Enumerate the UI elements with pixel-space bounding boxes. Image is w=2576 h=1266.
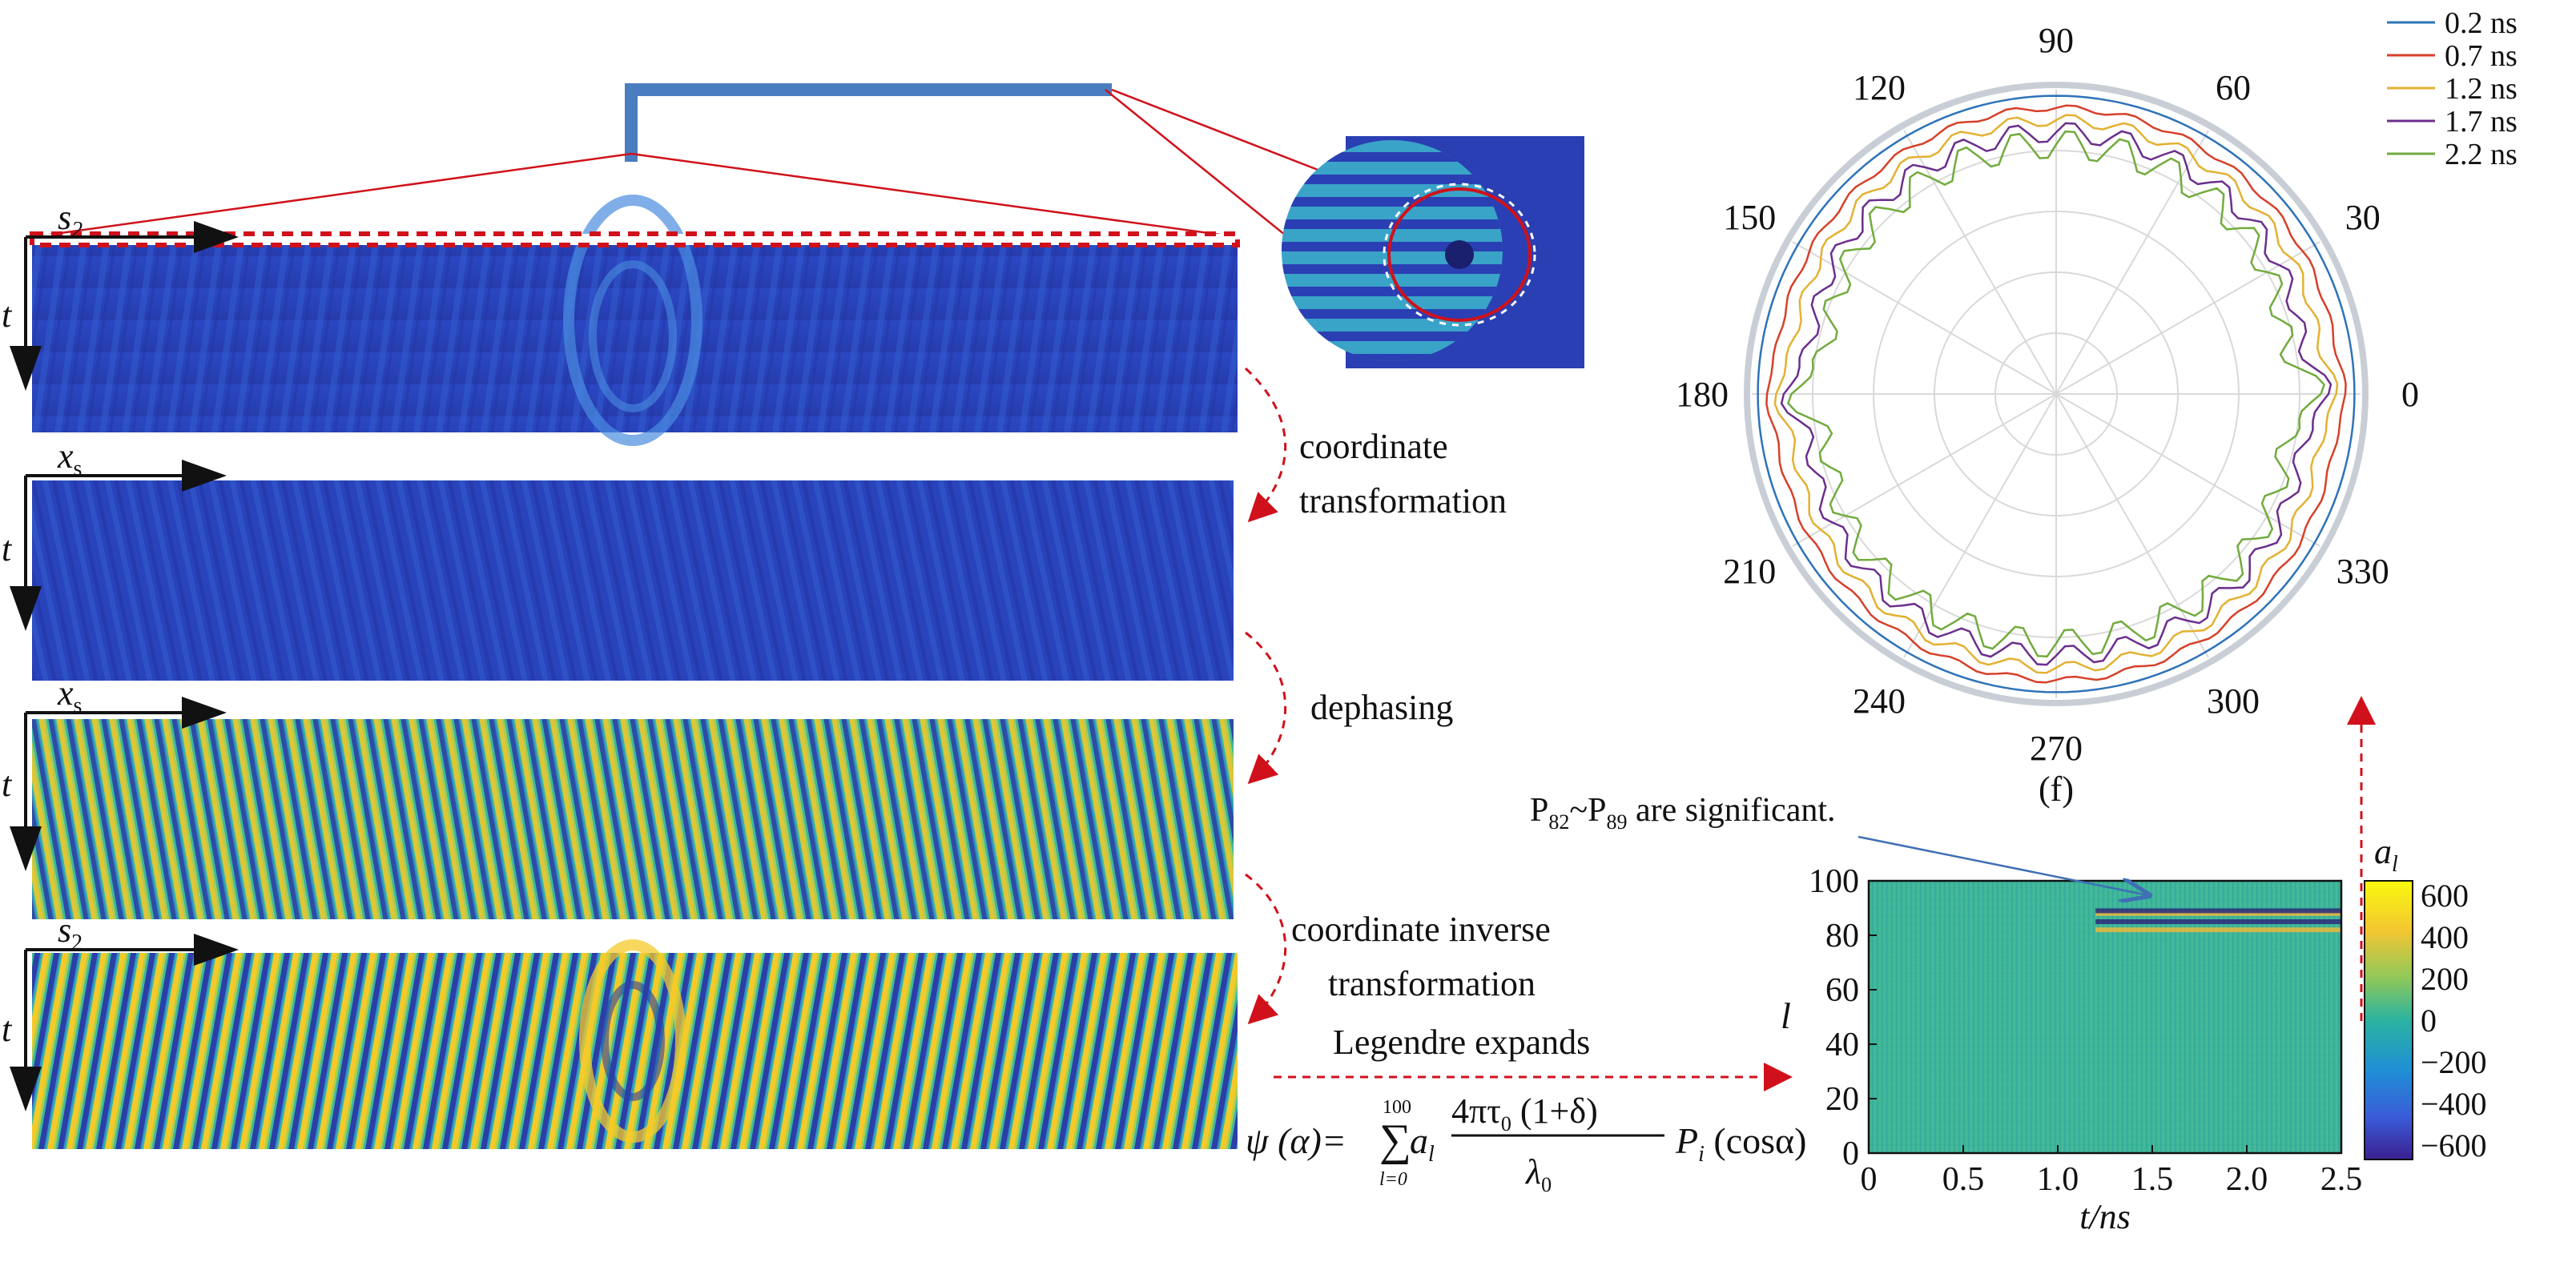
polar-outer-ring [1744,82,2369,706]
step-inverse-label: coordinate inverse [1291,910,1551,949]
polar-tick-label: 240 [1853,681,1906,721]
colorbar-tick-label: −200 [2421,1044,2487,1080]
polar-spoke [1792,393,2057,547]
colorbar-tick-label: 400 [2421,919,2469,955]
legend-entry: 1.2 ns [2445,72,2518,106]
polar-tick-label: 30 [2345,198,2381,237]
heatmap-significant-row [2095,910,2341,916]
axis-s2-label: s2 [58,910,83,955]
step-coordinate-label: coordinate [1299,427,1448,466]
heatmap-frame [1867,879,2343,1155]
heatmap-y-tick-label: 0 [1842,1135,1859,1172]
heatmap-significant-row [2095,919,2341,924]
polar-spoke [2055,393,2209,658]
panel-transformed [32,480,1234,681]
axis-t-label: t [2,295,13,335]
axis-s2-label: s2 [58,198,83,243]
axis-xs-label: xs [57,436,82,481]
panel-dephased [32,719,1234,919]
step-arrows [1244,367,2376,1091]
panel-f-label: (f) [2039,770,2074,809]
heatmap-y-tick-label: 20 [1825,1081,1859,1118]
polar-spoke [1903,393,2057,658]
axis-t-label: t [2,529,13,569]
polar-spoke [1903,130,2057,395]
polar-series-line [1765,104,2347,684]
legend-entry: 2.2 ns [2445,138,2518,171]
step-transformation-label: transformation [1299,481,1507,520]
heatmap-x-tick-label: 0 [1861,1161,1878,1198]
colorbar [2364,880,2413,1160]
polar-legend: 0.2 ns0.7 ns1.2 ns1.7 ns2.2 ns [2387,6,2518,171]
heatmap-y-tick-label: 80 [1825,918,1859,955]
polar-series-line [1773,114,2339,674]
heatmap-x-tick-label: 1.0 [2037,1161,2079,1198]
axis-xs-label: xs [57,673,82,718]
polar-series-line [1786,130,2326,658]
polar-tick-label: 300 [2207,681,2260,721]
heatmap-x-label: t/ns [2079,1197,2131,1236]
significant-annotation: P82~P89 are significant. [1530,792,2148,895]
legend-entry: 0.2 ns [2445,6,2518,40]
colorbar-tick-label: 600 [2421,878,2469,914]
axis-t-label: t [2,1010,13,1049]
polar-series-line [1780,122,2332,666]
svg-text:∑: ∑ [1379,1115,1411,1165]
heatmap-y-tick-label: 100 [1809,863,1859,900]
circular-fringe-image [1282,136,1584,368]
heatmap-x-tick-label: 0.5 [1942,1161,1985,1198]
polar-tick-label: 0 [2401,375,2419,414]
legend-entry: 0.7 ns [2445,39,2518,73]
step-inverse-transformation-label: transformation [1328,964,1536,1003]
top-connector [31,83,1387,317]
heatmap-chart: 0 0.5 1.0 1.5 2.0 2.5 0 20 40 60 80 100 t/ns l 600 400 2… [1781,832,2487,1236]
colorbar-tick-label: 0 [2421,1003,2437,1039]
svg-text:4πτ0 (1+δ): 4πτ0 (1+δ) [1451,1091,1598,1135]
polar-series-line [1757,94,2356,693]
svg-text:al: al [1410,1120,1435,1167]
legendre-formula: ψ (α)= 100 ∑ l=0 al 4πτ0 (1+δ) λ0 Pi (co… [1246,1091,1806,1196]
axis-t-label: t [2,765,13,804]
polar-spoke [2055,130,2209,395]
colorbar-tick-label: −600 [2421,1127,2487,1164]
svg-text:l=0: l=0 [1379,1169,1407,1190]
svg-text:λ0: λ0 [1524,1152,1552,1196]
panel-original [30,195,1240,446]
polar-spoke [1792,241,2057,395]
polar-tick-label: 270 [2030,729,2083,768]
svg-text:Pi (cosα): Pi (cosα) [1675,1120,1806,1167]
legend-entry: 1.7 ns [2445,105,2518,139]
heatmap-y-tick-label: 40 [1825,1027,1859,1063]
polar-tick-label: 150 [1723,198,1776,237]
colorbar-tick-label: 200 [2421,961,2469,997]
heatmap-x-tick-label: 2.5 [2320,1161,2363,1198]
heatmap-significant-row [2095,908,2341,914]
heatmap-y-label: l [1781,995,1791,1036]
polar-tick-label: 330 [2337,552,2389,591]
step-dephasing-label: dephasing [1310,688,1453,727]
heatmap-x-tick-label: 2.0 [2226,1161,2268,1198]
polar-tick-label: 210 [1723,552,1776,591]
polar-tick-label: 120 [1853,68,1906,107]
polar-tick-label: 180 [1676,375,1729,414]
polar-chart: 0 30 60 90 120 150 180 210 240 270 300 330 [1676,21,2419,768]
polar-tick-label: 60 [2216,68,2251,107]
heatmap-body [1869,881,2341,1153]
colorbar-title: al [2374,832,2398,877]
panel-inverse [32,939,1238,1149]
polar-tick-label: 90 [2039,21,2074,60]
polar-spoke [2055,393,2320,547]
svg-text:P82~P89 are significant.: P82~P89 are significant. [1530,792,1836,834]
polar-spoke [2055,241,2320,395]
legendre-label: Legendre expands [1333,1023,1590,1062]
heatmap-y-tick-label: 60 [1825,972,1859,1009]
heatmap-x-tick-label: 1.5 [2131,1161,2174,1198]
svg-text:100: 100 [1383,1097,1411,1118]
colorbar-tick-label: −400 [2421,1086,2487,1122]
svg-text:ψ (α)=: ψ (α)= [1246,1120,1346,1161]
heatmap-significant-row [2095,927,2341,933]
